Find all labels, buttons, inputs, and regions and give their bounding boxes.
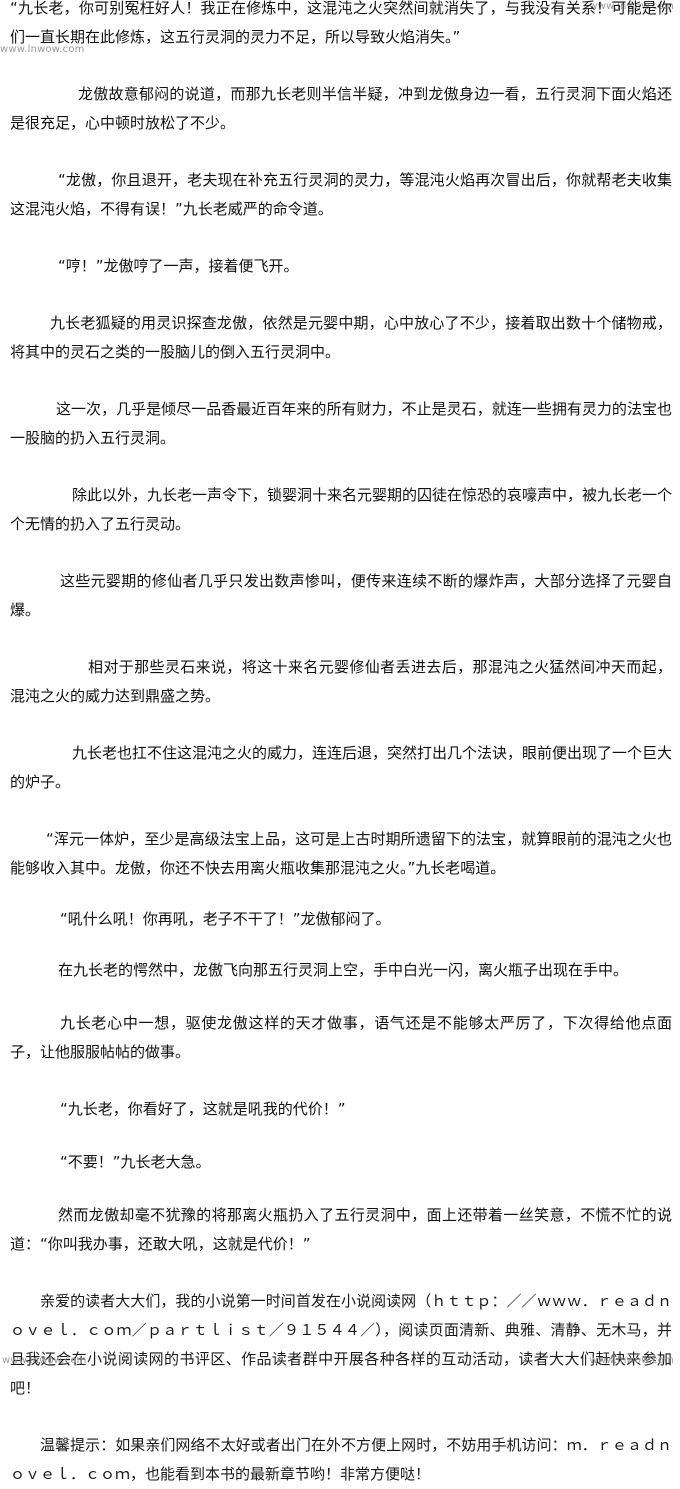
paragraph: “不要！”九长老大急。 — [60, 1153, 211, 1171]
paragraph: 这一次，几乎是倾尽一品香最近百年来的所有财力，不止是灵石，就连一些拥有灵力的法宝… — [10, 400, 672, 447]
paragraph: “浑元一体炉，至少是高级法宝上品，这可是上古时期所遗留下的法宝，就算眼前的混沌之… — [10, 830, 672, 877]
paragraph: “吼什么吼！你再吼，老子不干了！”龙傲郁闷了。 — [60, 910, 391, 928]
paragraph: “哼！”龙傲哼了一声，接着便飞开。 — [58, 257, 299, 275]
mobile-tip: 温馨提示：如果亲们网络不太好或者出门在外不方便上网时，不妨用手机访问：ｍ．ｒｅａ… — [10, 1436, 672, 1483]
watermark-top-right: www.lnwow.com — [589, 1, 674, 12]
paragraph: 这些元婴期的修仙者几乎只发出数声惨叫，便传来连续不断的爆炸声，大部分选择了元婴自… — [10, 572, 672, 619]
author-note: 亲爱的读者大大们，我的小说第一时间首发在小说阅读网（ｈｔｔｐ：／／ｗｗｗ．ｒｅａ… — [10, 1292, 672, 1397]
paragraph: 除此以外，九长老一声令下，锁婴洞十来名元婴期的囚徒在惊恐的哀嚎声中，被九长老一个… — [10, 486, 673, 533]
paragraph: 九长老心中一想，驱使龙傲这样的天才做事，语气还是不能够太严厉了，下次得给他点面子… — [10, 1014, 672, 1061]
paragraph: 然而龙傲却毫不犹豫的将那离火瓶扔入了五行灵洞中，面上还带着一丝笑意，不慌不忙的说… — [10, 1206, 672, 1253]
paragraph: “九长老，你看好了，这就是吼我的代价！” — [60, 1100, 346, 1118]
paragraph: 相对于那些灵石来说，将这十来名元婴修仙者丢进去后，那混沌之火猛然间冲天而起，混沌… — [10, 658, 672, 705]
paragraph: “龙傲，你且退开，老夫现在补充五行灵洞的灵力，等混沌火焰再次冒出后，你就帮老夫收… — [10, 171, 672, 218]
paragraph: 九长老也扛不住这混沌之火的威力，连连后退，突然打出几个法诀，眼前便出现了一个巨大… — [10, 744, 673, 791]
watermark-top-left: www.lnwow.com — [0, 44, 85, 55]
paragraph: “九长老，你可别冤枉好人！我正在修炼中，这混沌之火突然间就消失了，与我没有关系！… — [10, 0, 672, 46]
watermark-bottom-right: www.lnwow.com — [589, 1355, 674, 1366]
chapter-body: “九长老，你可别冤枉好人！我正在修炼中，这混沌之火突然间就消失了，与我没有关系！… — [10, 0, 672, 1489]
paragraph: 九长老狐疑的用灵识探查龙傲，依然是元婴中期，心中放心了不少，接着取出数十个储物戒… — [10, 314, 672, 361]
watermark-bottom-left: www.lnwow.com — [2, 1355, 87, 1366]
paragraph: 龙傲故意郁闷的说道，而那九长老则半信半疑，冲到龙傲身边一看，五行灵洞下面火焰还是… — [10, 85, 672, 132]
paragraph: 在九长老的愕然中，龙傲飞向那五行灵洞上空，手中白光一闪，离火瓶子出现在手中。 — [58, 961, 629, 979]
